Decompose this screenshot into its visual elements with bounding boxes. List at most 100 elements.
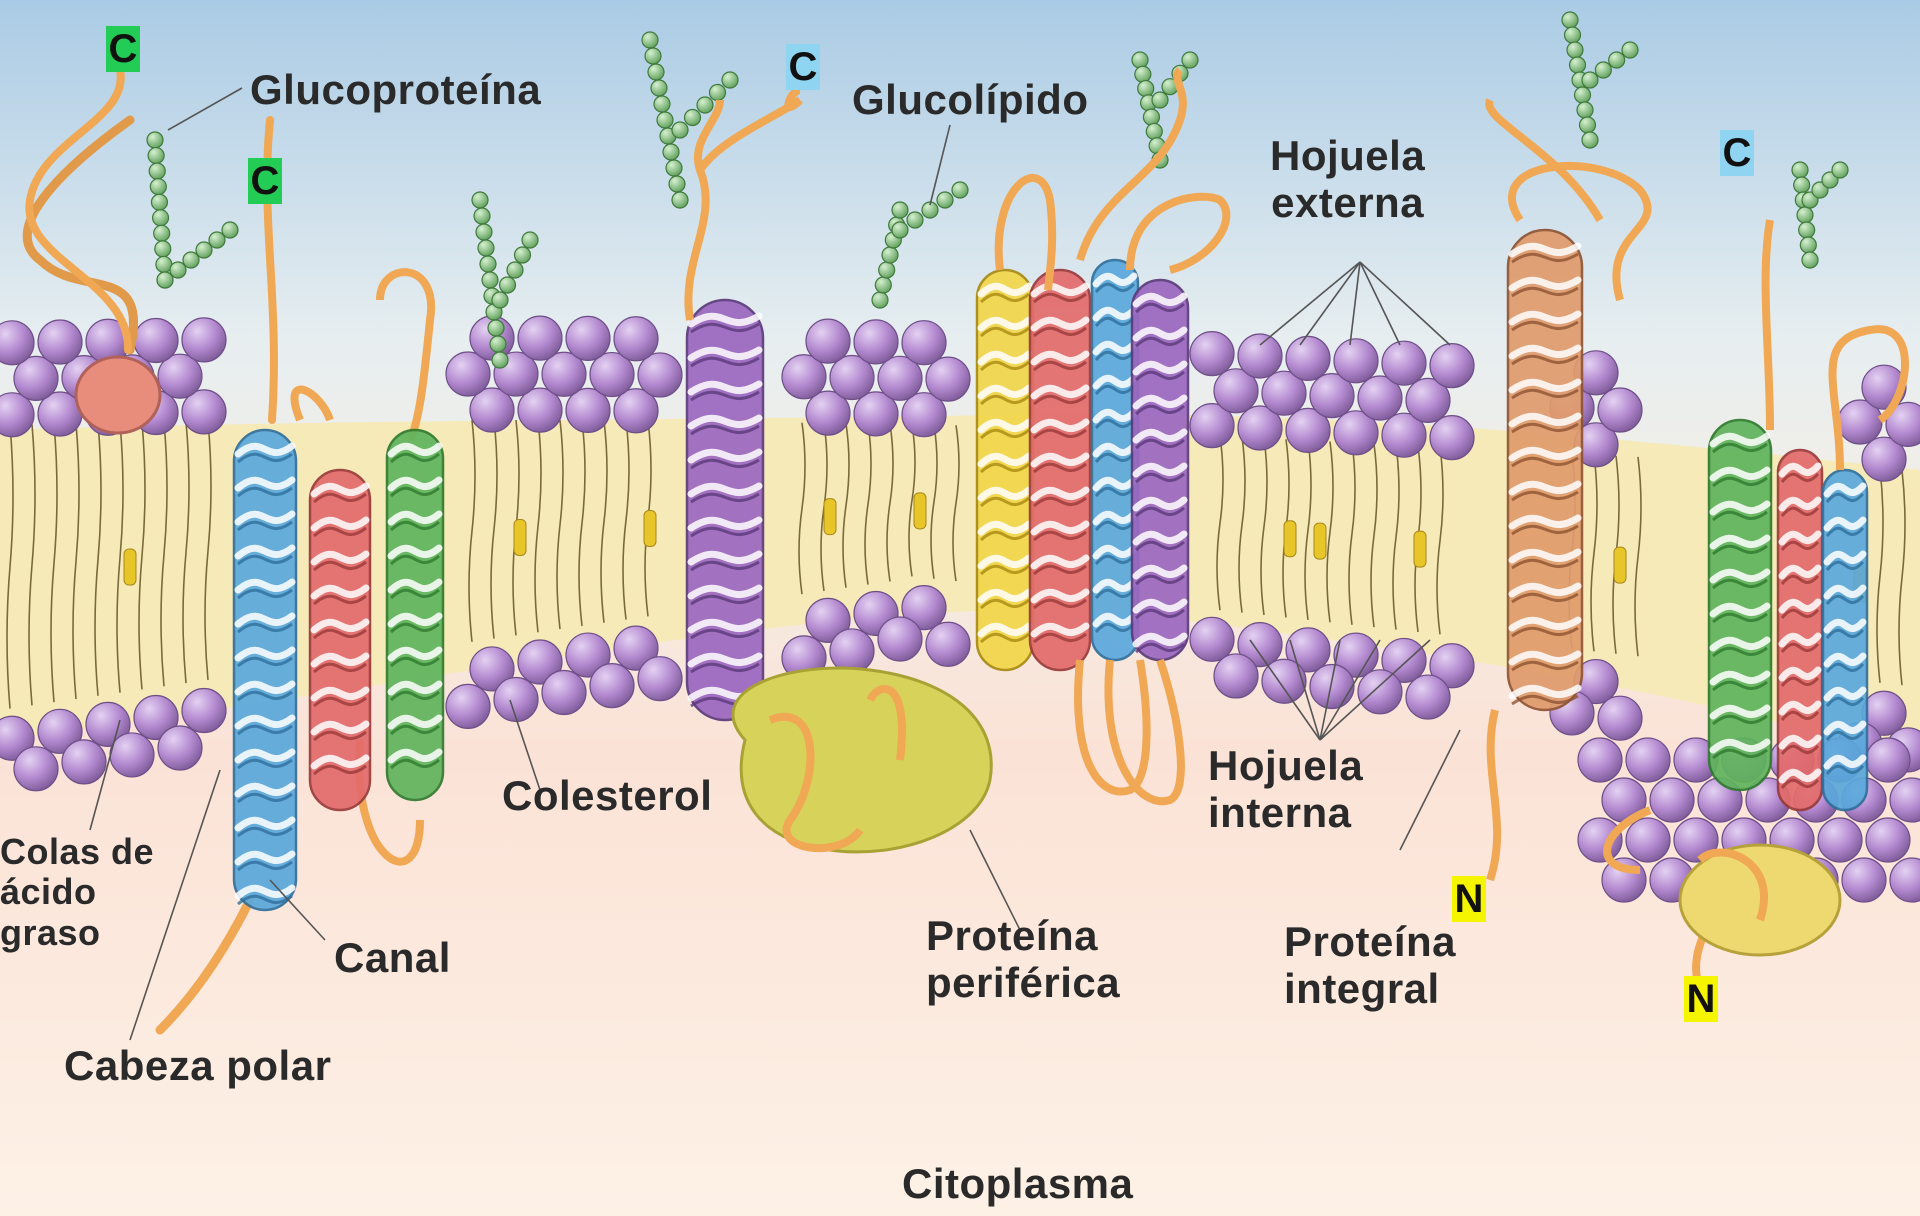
sugar-bead	[882, 247, 898, 263]
polar-head	[1190, 332, 1234, 376]
polar-head	[518, 316, 562, 360]
label-glucolipido: Glucolípido	[852, 76, 1088, 123]
sugar-bead	[155, 241, 171, 257]
cholesterol	[824, 499, 836, 535]
cholesterol	[1614, 547, 1626, 583]
cholesterol	[644, 510, 656, 546]
polar-head	[1358, 670, 1402, 714]
helix-ribbon	[1782, 466, 1818, 474]
label-hojuela-externa-line1: Hojuela	[1270, 132, 1425, 179]
polar-head	[446, 684, 490, 728]
helix-red-channel	[310, 470, 370, 810]
helix-ribbon	[1827, 554, 1863, 562]
polar-head	[902, 321, 946, 365]
cholesterol	[1314, 523, 1326, 559]
sugar-bead	[147, 132, 163, 148]
sugar-bead	[1565, 27, 1581, 43]
label-proteina-integral-line1: Proteína	[1284, 918, 1456, 965]
helix-ribbon	[1782, 636, 1818, 644]
sugar-bead	[1582, 132, 1598, 148]
polar-head	[854, 320, 898, 364]
sugar-bead	[1146, 123, 1162, 139]
sugar-bead	[1143, 109, 1159, 125]
sugar-bead	[1575, 87, 1591, 103]
polar-head	[110, 733, 154, 777]
sugar-bead	[685, 110, 701, 126]
terminal-n-1: N	[1452, 876, 1486, 922]
sugar-bead	[672, 192, 688, 208]
polar-head	[1382, 341, 1426, 385]
glycoprotein-body	[76, 357, 160, 433]
sugar-bead	[522, 232, 538, 248]
label-proteina-integral-line2: integral	[1284, 965, 1456, 1012]
sugar-bead	[482, 272, 498, 288]
sugar-bead	[875, 277, 891, 293]
cholesterol	[914, 493, 926, 529]
helix-ribbon	[1827, 520, 1863, 528]
polar-head	[182, 318, 226, 362]
sugar-bead	[154, 225, 170, 241]
polar-head	[614, 317, 658, 361]
sugar-bead	[1622, 42, 1638, 58]
label-proteina-periferica: Proteína periférica	[926, 912, 1120, 1006]
label-colas-line2: ácido	[0, 872, 154, 912]
polar-head	[494, 677, 538, 721]
label-colesterol: Colesterol	[502, 772, 712, 819]
helix-blue-channel	[234, 430, 296, 910]
sugar-bead	[1802, 252, 1818, 268]
polar-head	[62, 740, 106, 784]
sugar-bead	[492, 292, 508, 308]
helix-ribbon	[1827, 758, 1863, 766]
sugar-bead	[170, 262, 186, 278]
sugar-bead	[1570, 57, 1586, 73]
sugar-bead	[1577, 102, 1593, 118]
label-citoplasma: Citoplasma	[902, 1160, 1133, 1207]
sugar-bead	[153, 210, 169, 226]
sugar-bead	[515, 247, 531, 263]
sugar-bead	[1562, 12, 1578, 28]
sugar-bead	[1138, 81, 1154, 97]
terminal-c-1: C	[106, 26, 140, 72]
sugar-bead	[490, 336, 506, 352]
label-hojuela-externa-line2: externa	[1270, 179, 1425, 226]
polar-head	[1430, 344, 1474, 388]
helix-ribbon	[1096, 344, 1134, 352]
cholesterol	[1284, 521, 1296, 557]
sugar-bead	[879, 262, 895, 278]
sugar-bead	[892, 222, 908, 238]
polar-head	[590, 664, 634, 708]
helix-ribbon	[1096, 276, 1134, 284]
sugar-bead	[654, 96, 670, 112]
helix-ribbon	[1782, 772, 1818, 780]
helix-red-bundle	[1030, 270, 1090, 670]
polar-head	[1598, 388, 1642, 432]
sugar-bead	[1182, 52, 1198, 68]
helix-yellow-bundle	[977, 270, 1033, 670]
sugar-bead	[672, 122, 688, 138]
polar-head	[830, 629, 874, 673]
helix-ribbon	[1827, 656, 1863, 664]
helix-ribbon	[1096, 412, 1134, 420]
helix-green-right	[1709, 420, 1771, 790]
polar-head	[1310, 665, 1354, 709]
sugar-bead	[183, 252, 199, 268]
helix-ribbon	[1096, 616, 1134, 624]
label-hojuela-interna: Hojuela interna	[1208, 742, 1363, 836]
polar-head	[14, 747, 58, 791]
sugar-bead	[669, 176, 685, 192]
helix-orange-integral	[1508, 230, 1582, 710]
sugar-bead	[642, 32, 658, 48]
polar-head	[878, 617, 922, 661]
polar-head	[1406, 675, 1450, 719]
sugar-bead	[148, 148, 164, 164]
sugar-bead	[480, 256, 496, 272]
sugar-bead	[1792, 162, 1808, 178]
label-colas-acido-graso: Colas de ácido graso	[0, 832, 154, 953]
sugar-bead	[1797, 207, 1813, 223]
polar-head	[1578, 738, 1622, 782]
sugar-bead	[872, 292, 888, 308]
helix-ribbon	[1782, 568, 1818, 576]
sugar-bead	[663, 144, 679, 160]
helix-ribbon	[1827, 690, 1863, 698]
